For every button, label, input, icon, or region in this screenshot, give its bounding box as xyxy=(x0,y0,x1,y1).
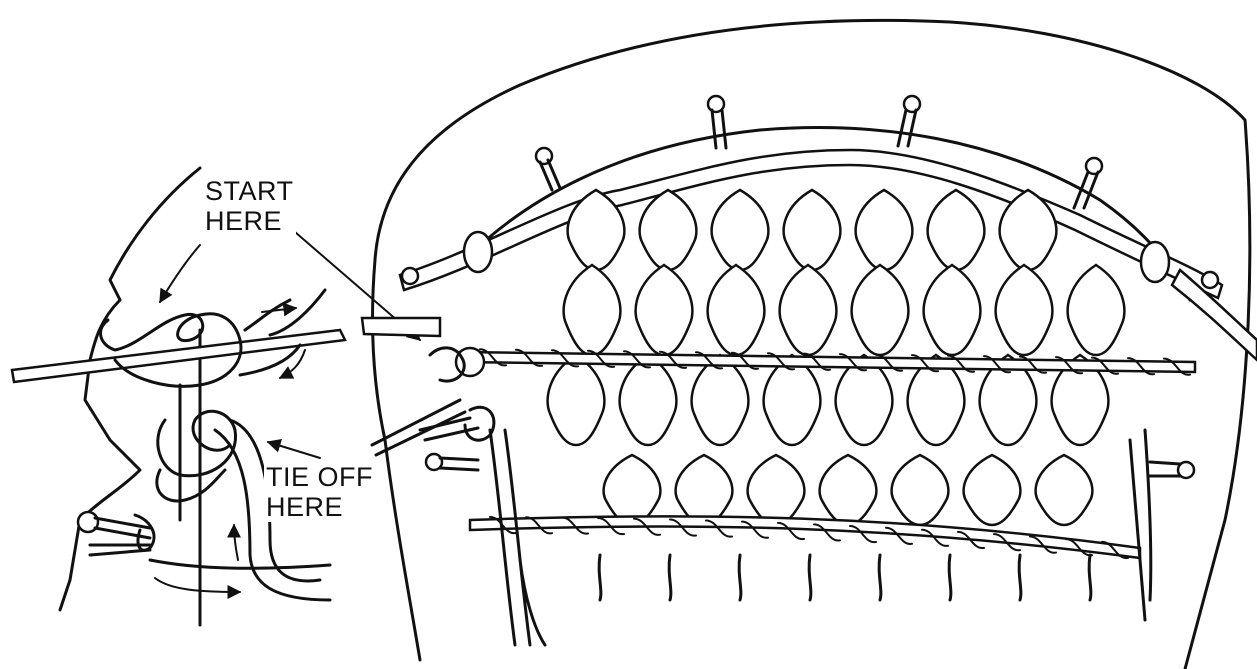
detail-arrow-right-top xyxy=(262,308,296,312)
start-label-line1: START xyxy=(205,176,294,206)
mesh-bottom-strand xyxy=(1089,555,1091,600)
mesh-diamond xyxy=(620,355,677,445)
tie-off-here-label: TIE OFF HERE xyxy=(264,462,375,522)
detail-peg xyxy=(78,512,154,555)
lacrosse-head xyxy=(362,20,1257,669)
tieoff-label-line2: HERE xyxy=(266,492,373,522)
lower-shooting-string xyxy=(470,516,1140,558)
mesh-bottom-strand xyxy=(879,555,881,600)
mesh-diamond xyxy=(712,190,769,270)
mesh-diamond xyxy=(676,455,733,525)
start-here-label: START HERE xyxy=(203,176,296,236)
mesh-bottom-strand xyxy=(1019,555,1021,600)
right-tail-strings xyxy=(1130,430,1151,620)
mesh-diamond xyxy=(924,265,981,355)
mesh-diamond xyxy=(820,455,877,525)
mesh-diamond xyxy=(892,455,949,525)
tieoff-leader xyxy=(268,442,320,458)
mesh-diamond xyxy=(928,190,985,270)
start-label-line2: HERE xyxy=(205,206,294,236)
left-tail-strings xyxy=(490,430,545,645)
head-start-knot xyxy=(362,318,494,455)
tieoff-label-line1: TIE OFF xyxy=(266,462,373,492)
mesh-diamond xyxy=(996,265,1053,355)
start-leader-left xyxy=(160,245,200,302)
mesh-diamond xyxy=(708,265,765,355)
mesh-diamond xyxy=(1036,455,1093,525)
mesh-diamond xyxy=(1068,265,1125,355)
mesh-diamond xyxy=(856,190,913,270)
mesh-diamond xyxy=(564,265,621,355)
mesh-diamond xyxy=(964,455,1021,525)
mesh-diamond xyxy=(640,190,697,270)
mesh-bottom-strand xyxy=(739,555,741,600)
detail-tieoff-knot xyxy=(157,411,236,501)
mesh-diamond xyxy=(548,355,605,445)
mesh-diamond xyxy=(784,190,841,270)
mesh-diamond xyxy=(604,455,661,525)
mesh-bottom-strand xyxy=(669,555,671,600)
mesh-diamond xyxy=(748,455,805,525)
mesh-bottom-strand xyxy=(599,555,601,600)
top-wrap-left xyxy=(464,232,492,272)
mesh-bottom-strand xyxy=(809,555,811,600)
mesh-diamond xyxy=(852,265,909,355)
mesh-diamond xyxy=(780,265,837,355)
detail-arrow-up xyxy=(234,525,238,560)
detail-arrow-bottom xyxy=(155,578,240,592)
top-wrap-right xyxy=(1141,242,1169,282)
mesh-bottom-strand xyxy=(949,555,951,600)
detail-view xyxy=(12,168,420,625)
mesh-diamond xyxy=(636,265,693,355)
